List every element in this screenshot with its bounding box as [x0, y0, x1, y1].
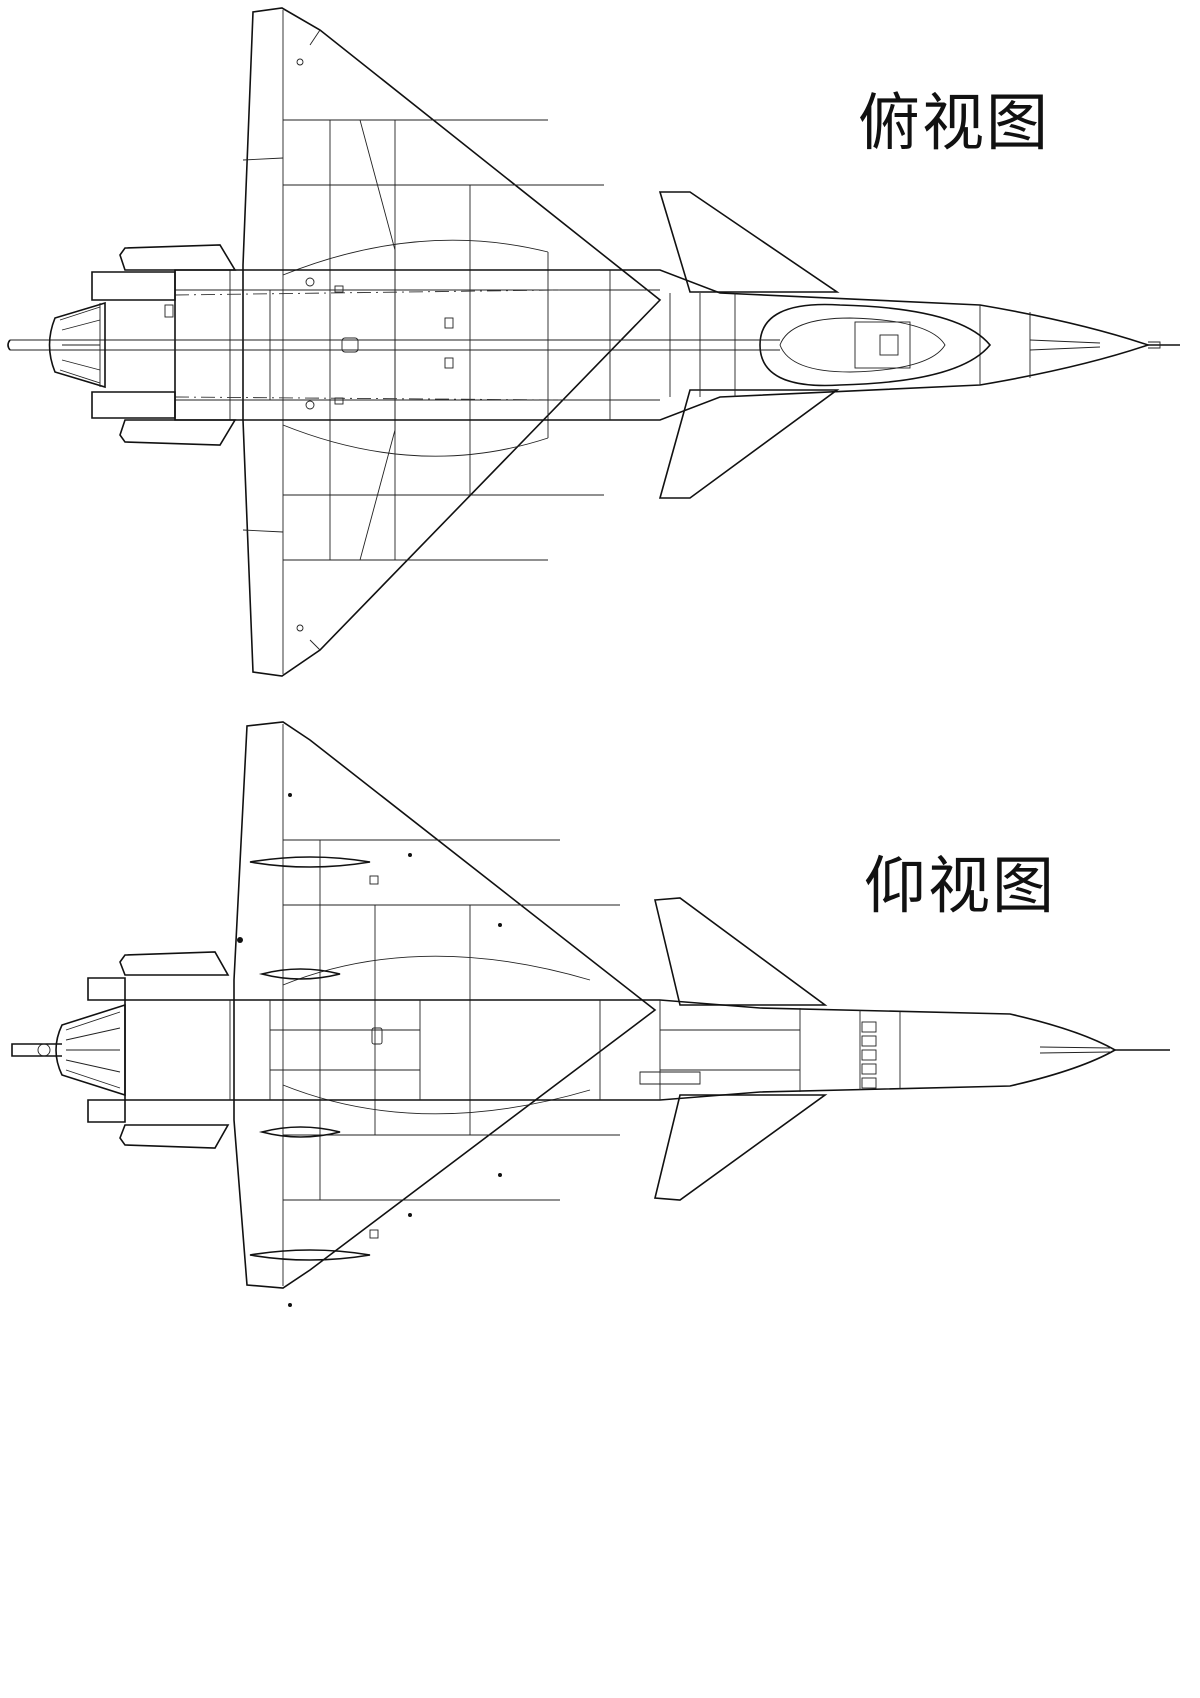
bottom-engine-nozzle [55, 1003, 126, 1097]
bottom-main-wing [233, 721, 657, 1289]
top-canopy [759, 303, 992, 387]
top-right-canard [658, 389, 840, 499]
top-right-nacelle [91, 391, 176, 419]
bottom-right-ventral-fin [119, 1124, 230, 1149]
bottom-vent-grille [861, 1021, 877, 1089]
top-left-nacelle [91, 271, 176, 301]
bottom-pylon-outer-left [249, 856, 371, 868]
top-left-ventral-fin [119, 244, 237, 271]
bottom-fuselage [124, 999, 1117, 1101]
bottom-view-label: 仰视图 [864, 849, 1057, 922]
bottom-pylon-inner-right [258, 1126, 341, 1138]
top-view-aircraft [7, 7, 1180, 677]
top-left-canard [658, 191, 840, 293]
top-fuselage [174, 269, 1151, 421]
top-right-ventral-fin [119, 419, 237, 446]
bottom-pylon-outer-right [249, 1249, 371, 1261]
bottom-view-aircraft [11, 721, 1170, 1307]
bottom-left-ventral-fin [119, 951, 230, 976]
bottom-right-canard [654, 1094, 828, 1201]
bottom-left-canard [654, 897, 828, 1006]
top-main-wing [242, 7, 662, 677]
top-engine-nozzle [48, 301, 106, 389]
top-view-label: 俯视图 [858, 86, 1051, 159]
bottom-pylon-inner-left [258, 968, 341, 980]
